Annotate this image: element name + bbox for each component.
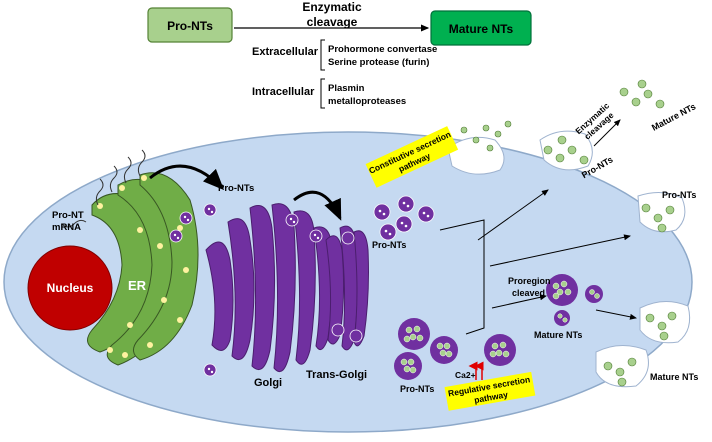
intracellular-bracket [320,78,325,109]
proregion-label-1: Proregion [508,276,551,286]
exocytosis-pit-3 [637,192,686,233]
arrow-to-cleaved [491,294,547,309]
metallo-label: metalloproteases [328,96,406,107]
outside-mature-nts-2: Mature NTs [650,372,698,382]
extracellular-bracket [320,39,325,71]
trans-golgi-vesicles [331,231,363,343]
mrna-strands [61,149,146,228]
mrna-label: mRNA [52,222,81,233]
outside-arrow-1 [593,119,621,147]
golgi-vesicles [169,203,323,377]
extracellular-label: Extracellular [252,46,319,58]
proregion-label-2: cleaved [512,288,545,298]
exocytosis-pit-2 [539,130,593,171]
outside-pro-nts-2: Pro-NTs [662,190,696,200]
constitutive-vesicle-dots [378,201,430,236]
nucleus [27,245,113,331]
golgi-label: Golgi [254,377,282,389]
trans-golgi-label: Trans-Golgi [306,369,367,381]
pro-nts-box-label: Pro-NTs [167,19,213,33]
nucleus-label: Nucleus [47,281,94,295]
cleaved-granule-cores [552,280,600,323]
trans-golgi [325,225,369,351]
pro-nt-label: Pro-NT [52,210,84,221]
constitutive-vesicles [373,195,435,241]
prohormone-label: Prohormone convertase [328,44,437,55]
pro-nts-box [147,7,233,43]
er-label: ER [128,278,147,293]
granule-cores [400,325,510,374]
er-to-golgi-arrow [149,164,225,191]
arrow-to-top-pit [477,189,549,241]
released-particles [460,79,677,387]
regulative-highlight: Regulative secretion pathway [444,371,536,411]
intracellular-label: Intracellular [252,86,315,98]
pro-nts-const-label: Pro-NTs [372,240,406,250]
golgi-vesicle-dots [173,207,320,374]
pro-nts-reg-label: Pro-NTs [400,384,434,394]
arrow-to-bottom-pit [595,309,637,320]
mature-nts-inner-label: Mature NTs [534,330,582,340]
enzymatic-label: Enzymatic [302,0,362,14]
arrow-to-mid-pit [489,234,631,267]
pro-nts-golgi-label: Pro-NTs [218,183,254,194]
calcium-label: Ca2+ [455,370,476,380]
exocytosis-pit-5 [595,345,649,388]
plasmin-label: Plasmin [328,83,365,94]
pathway-bracket [439,219,485,335]
mature-nts-box [430,10,532,46]
mature-nts-box-label: Mature NTs [449,22,514,36]
cleavage-label: cleavage [307,15,358,29]
exocytosis-pit-4 [639,301,691,344]
golgi-to-trans-arrow [293,190,342,221]
serine-label: Serine protease (furin) [328,57,429,68]
